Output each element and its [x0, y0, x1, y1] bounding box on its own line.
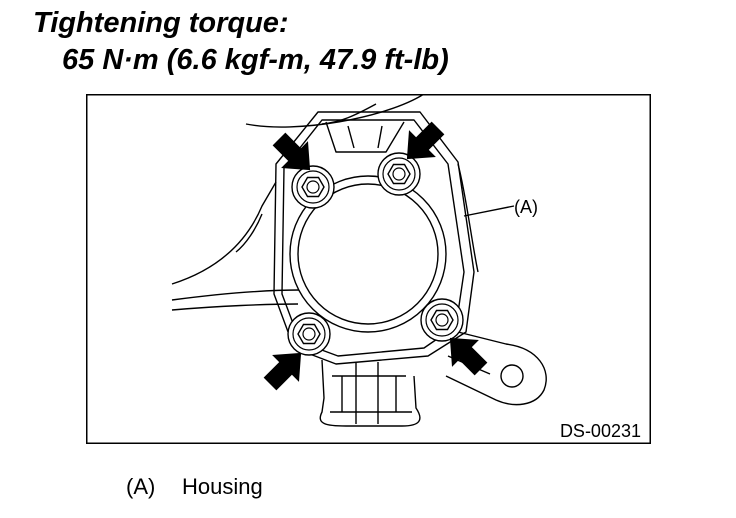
figure-code: DS-00231	[560, 421, 641, 441]
arrow-lower-right	[449, 337, 488, 376]
arrow-lower-left	[263, 352, 302, 391]
bolt-upper-right	[377, 152, 421, 196]
callout-leader	[463, 205, 515, 217]
pointer-arrows	[263, 121, 488, 391]
title-line-1: Tightening torque:	[33, 7, 289, 39]
arrow-upper-right	[406, 121, 445, 160]
title-line-2: 65 N·m (6.6 kgf-m, 47.9 ft-lb)	[62, 44, 449, 76]
bore-inner-ring	[297, 183, 439, 325]
bolt-lower-left	[287, 312, 331, 356]
legend-tag: (A)	[126, 474, 156, 499]
bolt-upper-left	[291, 165, 335, 209]
legend: (A) Housing	[126, 474, 263, 500]
bearing-bore	[289, 175, 447, 333]
bolt-lower-right	[420, 298, 464, 342]
legend-text: Housing	[182, 474, 263, 499]
arrow-upper-left	[272, 132, 311, 171]
mount-hole	[500, 364, 524, 388]
callout-a-label: (A)	[514, 197, 538, 217]
housing-diagram: (A) DS-00231	[86, 94, 651, 444]
